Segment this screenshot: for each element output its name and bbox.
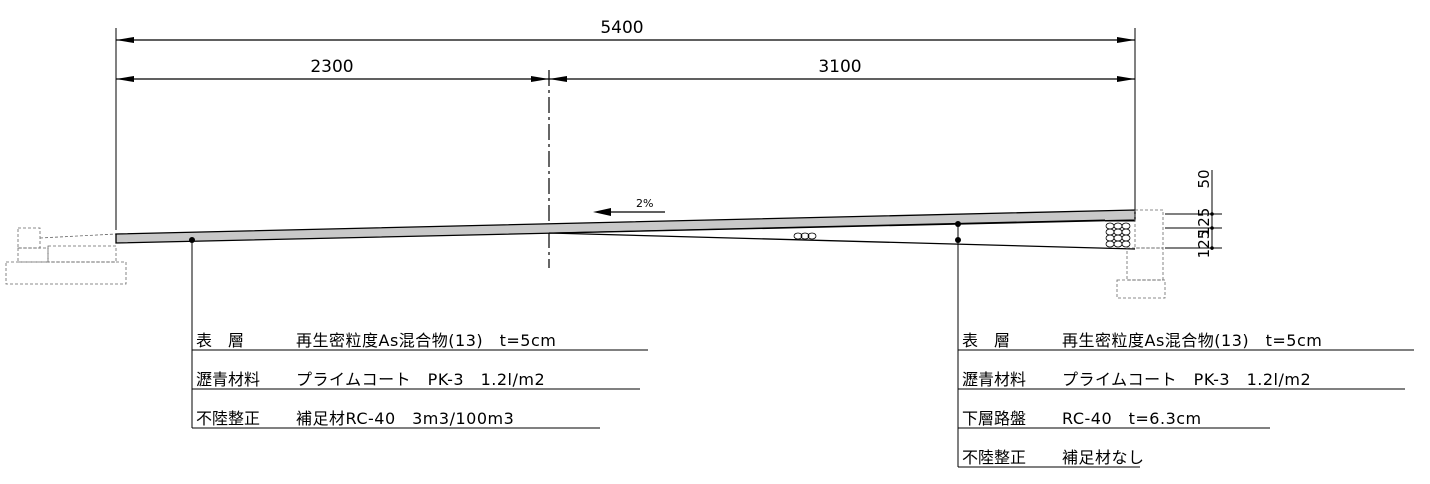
surface-layer <box>115 209 1136 244</box>
right-vertical-dimensions: 50 125 125 <box>1165 169 1222 258</box>
left-curb <box>5 227 127 285</box>
left-dimension-label: 2300 <box>310 57 353 77</box>
slope-arrow-head <box>593 208 611 216</box>
left-curb-block <box>47 245 117 263</box>
arrow-head <box>1117 37 1135 43</box>
left-row-spec: 再生密粒度As混合物(13) t=5cm <box>296 331 556 350</box>
right-row-label: 瀝青材料 <box>962 370 1026 389</box>
base-course-bottom-line <box>548 232 1136 250</box>
right-dimension-label: 3100 <box>818 57 861 77</box>
left-row-spec: 補足材RC-40 3m3/100m3 <box>296 409 514 428</box>
right-row-label: 表 層 <box>962 331 1010 350</box>
total-dimension-label: 5400 <box>600 18 643 38</box>
slope-label: 2% <box>636 197 653 210</box>
layer-line <box>548 219 1106 234</box>
right-curb <box>1116 209 1166 299</box>
dimension-dot <box>1210 246 1214 250</box>
vertical-dimension-label: 50 <box>1195 169 1213 188</box>
sub-dimensions: 2300 3100 <box>116 57 1135 82</box>
dimension-dot <box>1210 212 1214 216</box>
right-row-label: 下層路盤 <box>962 409 1026 428</box>
left-row-spec: プライムコート PK-3 1.2l/m2 <box>296 370 545 389</box>
arrow-head <box>116 37 134 43</box>
right-curb-block <box>1126 247 1164 281</box>
right-curb-block <box>1134 209 1164 249</box>
left-row-label: 瀝青材料 <box>196 370 260 389</box>
arrow-head <box>549 76 567 82</box>
right-row-spec: 再生密粒度As混合物(13) t=5cm <box>1062 331 1322 350</box>
right-row-label: 不陸整正 <box>962 448 1026 467</box>
right-row-spec: RC-40 t=6.3cm <box>1062 409 1202 428</box>
vertical-dimension-label: 125 <box>1195 230 1213 259</box>
pavement-section <box>115 209 1136 250</box>
right-row-spec: 補足材なし <box>1062 448 1145 467</box>
right-callout: 表 層 再生密粒度As混合物(13) t=5cm 瀝青材料 プライムコート PK… <box>955 221 1414 468</box>
arrow-head <box>1117 76 1135 82</box>
vertical-dimension-label: 125 <box>1195 208 1213 237</box>
total-dimension: 5400 <box>115 18 1136 230</box>
right-curb-base <box>1116 279 1166 299</box>
left-row-label: 表 層 <box>196 331 244 350</box>
left-curb-block <box>17 247 49 263</box>
arrow-head <box>116 76 134 82</box>
left-row-label: 不陸整正 <box>196 409 260 428</box>
arrow-head <box>531 76 549 82</box>
dimension-dot <box>1210 226 1214 230</box>
slope-indicator: 2% <box>593 197 665 216</box>
right-row-spec: プライムコート PK-3 1.2l/m2 <box>1062 370 1311 389</box>
left-curb-block <box>17 227 41 249</box>
left-curb-edge <box>39 233 117 239</box>
left-curb-base <box>5 261 127 285</box>
gravel-hatch <box>793 222 1131 248</box>
left-callout: 表 層 再生密粒度As混合物(13) t=5cm 瀝青材料 プライムコート PK… <box>189 237 648 429</box>
